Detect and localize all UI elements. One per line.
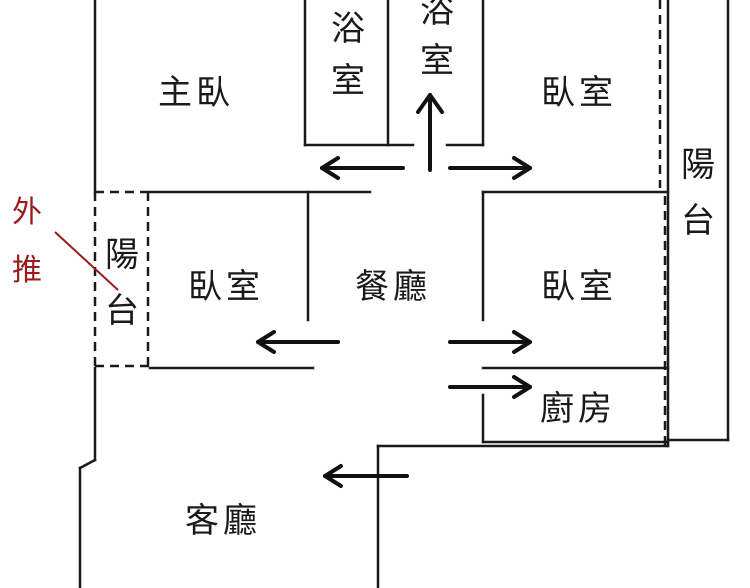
- room-label-balcony-left: 陽台: [105, 235, 139, 331]
- room-label-master-bedroom: 主臥: [158, 73, 234, 113]
- room-label-bath-left: 浴室: [331, 9, 365, 101]
- arrows: [256, 93, 532, 488]
- annotation-char-2: 推: [12, 253, 42, 288]
- push-out-annotation: 外 推: [12, 195, 119, 291]
- room-label-kitchen: 廚房: [540, 389, 616, 429]
- room-labels: 主臥 臥室 臥室 餐廳 臥室 廚房 客廳 浴室 浴室 陽台 陽台: [105, 0, 715, 541]
- arrow-right-middle: [448, 330, 532, 354]
- room-label-bedroom-top-right: 臥室: [541, 73, 617, 113]
- room-label-living: 客廳: [185, 501, 261, 541]
- room-label-bath-right: 浴室: [420, 0, 454, 81]
- room-label-bedroom-mid-right: 臥室: [541, 267, 617, 307]
- room-label-balcony-right: 陽台: [681, 145, 715, 241]
- dashed-lines: [93, 0, 667, 446]
- room-label-bedroom-left: 臥室: [188, 267, 264, 307]
- walls: [78, 0, 730, 588]
- arrow-left-upper: [320, 156, 405, 180]
- arrow-left-middle: [256, 330, 340, 354]
- outer-wall-left-notch: [78, 458, 97, 470]
- annotation-char-1: 外: [12, 195, 42, 230]
- arrow-right-kitchen: [448, 375, 532, 399]
- room-label-dining: 餐廳: [355, 267, 431, 307]
- annotation-leader-line: [54, 231, 119, 291]
- arrow-right-upper: [448, 156, 532, 180]
- arrow-left-living: [323, 464, 409, 488]
- arrow-up-bathroom: [416, 93, 444, 172]
